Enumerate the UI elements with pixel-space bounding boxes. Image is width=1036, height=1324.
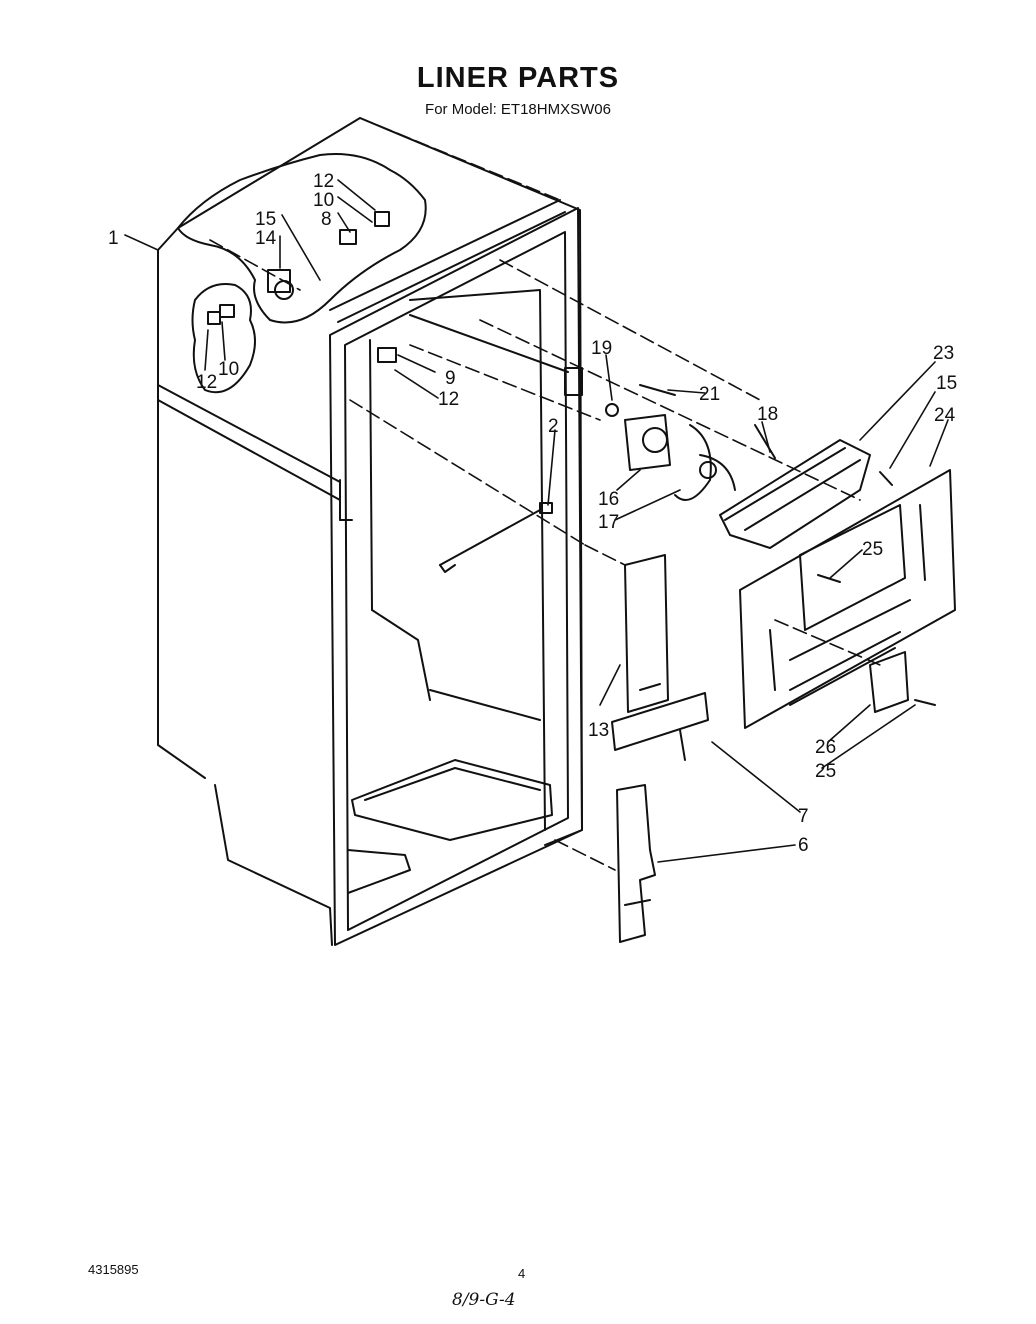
callout-6: 6	[798, 835, 809, 856]
callout-2: 2	[548, 416, 559, 437]
handwritten-note: 8/9-G-4	[452, 1290, 516, 1310]
callout-18: 18	[757, 404, 778, 425]
callout-17: 17	[598, 512, 619, 533]
damper	[611, 692, 709, 761]
assembly-lines	[209, 117, 881, 871]
callout-15-top: 15	[255, 209, 276, 230]
page-title: LINER PARTS	[416, 62, 620, 94]
callout-21: 21	[699, 384, 720, 405]
callout-24: 24	[934, 405, 956, 426]
callout-26: 26	[815, 737, 836, 758]
callout-12-side: 12	[196, 372, 217, 393]
fan-motor-assembly	[605, 384, 776, 501]
leader-lines	[124, 179, 949, 863]
callout-25-bottom: 25	[815, 761, 836, 782]
document-number: 4315895	[88, 1262, 139, 1277]
callout-13: 13	[588, 720, 609, 741]
callout-7: 7	[798, 806, 809, 827]
model-subtitle: For Model: ET18HMXSW06	[425, 101, 611, 118]
callout-10-top: 10	[313, 190, 334, 211]
callout-9: 9	[445, 368, 456, 389]
baffle	[616, 784, 656, 943]
callout-labels: 1 12 10 8 15 14 12 10 9 12 2 19 21 18 16…	[108, 171, 957, 856]
callout-12-front: 12	[438, 389, 459, 410]
callout-19: 19	[591, 338, 612, 359]
callout-16: 16	[598, 489, 619, 510]
callout-23: 23	[933, 343, 954, 364]
callout-14: 14	[255, 228, 277, 249]
evaporator-cover	[739, 469, 956, 729]
callout-1: 1	[108, 228, 119, 249]
callout-12-top: 12	[313, 171, 334, 192]
fan-shroud-grille	[719, 439, 893, 549]
cabinet-liner	[157, 117, 583, 946]
callout-25-cover: 25	[862, 539, 883, 560]
callout-15-right: 15	[936, 373, 957, 394]
callout-8: 8	[321, 209, 332, 230]
air-duct	[624, 554, 669, 713]
control-parts	[207, 211, 553, 573]
callout-10-side: 10	[218, 359, 239, 380]
page-number: 4	[518, 1266, 526, 1281]
